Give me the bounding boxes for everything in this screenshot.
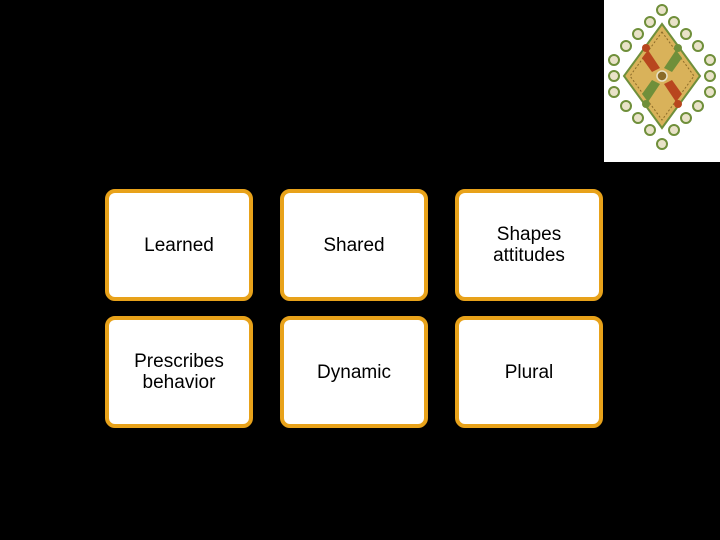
card-label: Shapes attitudes <box>493 224 565 266</box>
card-label: Shared <box>323 234 385 256</box>
concept-grid: Learned Shared Shapes attitudes Prescrib… <box>105 189 609 435</box>
card-dynamic: Dynamic <box>280 316 428 428</box>
bead-ring <box>608 4 716 150</box>
dancing-figures <box>642 44 682 108</box>
card-label: Learned <box>144 234 214 256</box>
cultural-diamond-emblem-icon <box>608 4 716 150</box>
card-shared: Shared <box>280 189 428 301</box>
card-learned: Learned <box>105 189 253 301</box>
logo-panel <box>604 0 720 162</box>
card-shapes-attitudes: Shapes attitudes <box>455 189 603 301</box>
card-label: Dynamic <box>317 361 391 383</box>
card-label: Prescribes behavior <box>134 351 224 393</box>
card-plural: Plural <box>455 316 603 428</box>
card-label: Plural <box>504 361 554 383</box>
card-prescribes-behavior: Prescribes behavior <box>105 316 253 428</box>
